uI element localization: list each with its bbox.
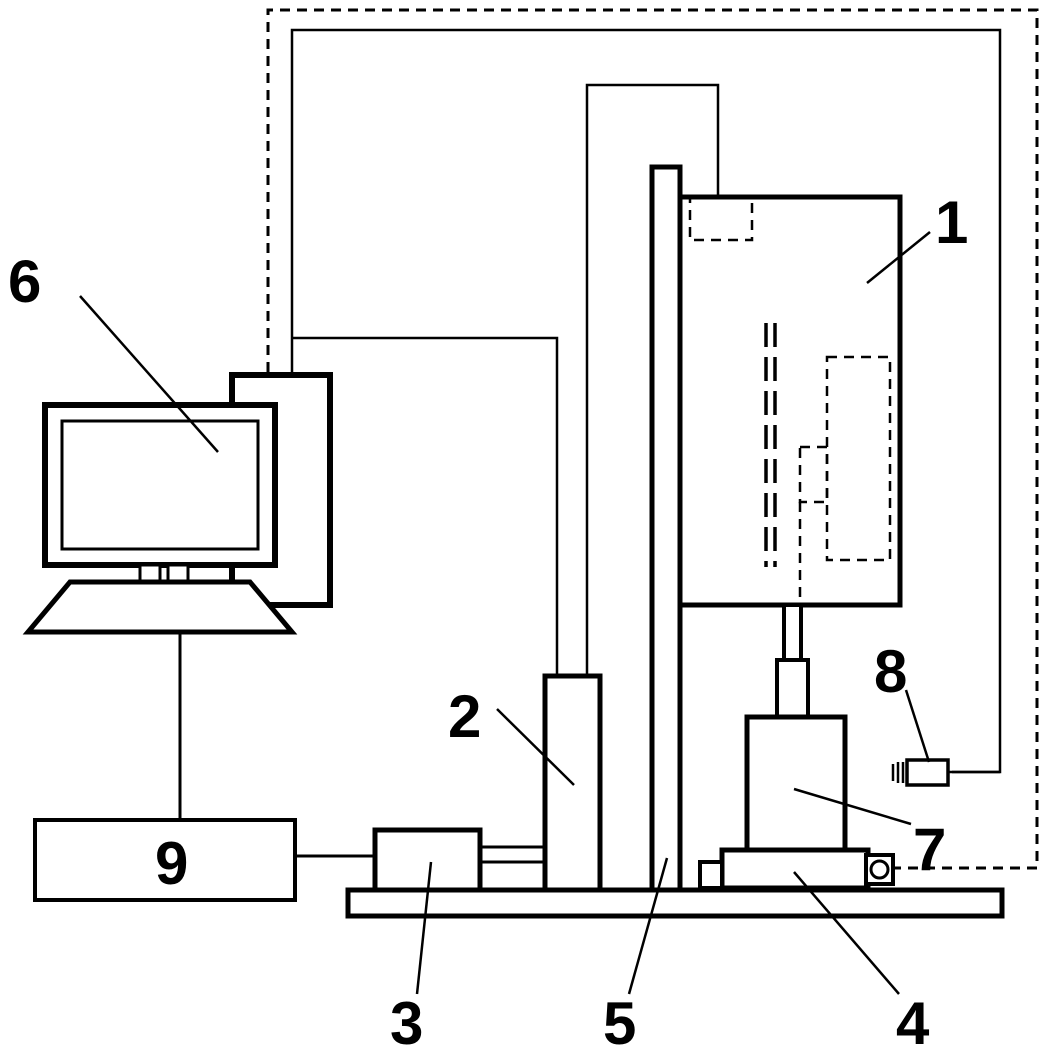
- leader-1: [866, 231, 931, 284]
- monitor-stand: [22, 579, 298, 635]
- label-7: 7: [913, 816, 946, 883]
- monitor-leg-right: [166, 563, 190, 584]
- piston-rod: [782, 603, 803, 667]
- dashed-signal-loop: [266, 8, 1039, 870]
- label-2: 2: [448, 683, 481, 750]
- camera-icon: [891, 758, 950, 787]
- motor-body: [744, 714, 848, 855]
- rod-coupling: [775, 658, 810, 719]
- leader-5: [627, 857, 669, 995]
- label-6: 6: [8, 248, 41, 315]
- monitor-screen: [60, 419, 260, 551]
- signal-lines: [178, 8, 1039, 870]
- encoder-icon: [869, 859, 890, 880]
- label-4: 4: [896, 990, 930, 1049]
- leader-4: [793, 871, 900, 995]
- motor-assembly: [698, 603, 895, 891]
- monitor-leg-left: [138, 563, 162, 584]
- labels: 6 1 8 2 7 9 3 5 4: [8, 189, 968, 1049]
- leader-lines: [79, 231, 931, 995]
- support-column: [649, 164, 683, 893]
- chamber-box: [677, 194, 903, 608]
- label-8: 8: [874, 638, 907, 705]
- label-1: 1: [935, 189, 968, 256]
- label-3: 3: [390, 990, 423, 1049]
- camera-body: [905, 758, 950, 787]
- chamber-top-port-dashed: [688, 195, 754, 242]
- leader-3: [415, 861, 433, 995]
- leader-6: [79, 295, 219, 453]
- slide-base-tab: [698, 860, 724, 890]
- label-9: 9: [155, 830, 188, 897]
- leader-8: [904, 689, 931, 763]
- computer-to-box2-line: [292, 336, 559, 676]
- leader-7: [793, 787, 912, 826]
- controller-box: [33, 818, 297, 902]
- leader-2: [496, 708, 575, 786]
- chamber-assembly: [677, 194, 903, 608]
- inner-dashed-step: [798, 445, 829, 504]
- label-5: 5: [603, 990, 636, 1049]
- box2-to-chamber-line: [585, 83, 720, 676]
- computer-unit: [22, 372, 333, 635]
- base-plate: [345, 887, 1005, 919]
- slide-base: [719, 847, 871, 891]
- box-3: [372, 827, 483, 893]
